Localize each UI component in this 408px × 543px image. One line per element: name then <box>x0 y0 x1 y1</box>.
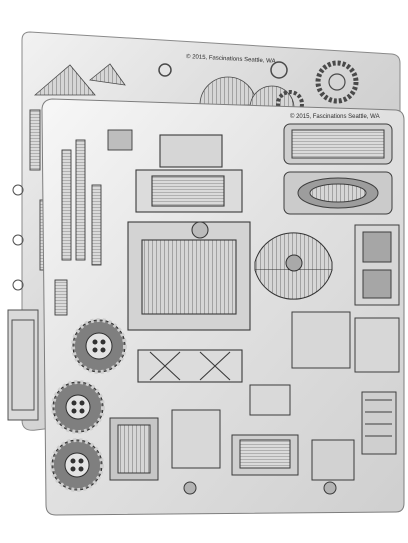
back-wheel-parts <box>158 60 359 118</box>
back-fan-parts <box>33 63 295 109</box>
roof-fan-part <box>254 232 333 300</box>
frame-panels <box>283 123 393 215</box>
wheel-lower <box>50 438 104 492</box>
right-boxes <box>291 224 400 455</box>
wheel-middle <box>51 380 105 434</box>
left-struts <box>54 129 133 316</box>
back-copyright: © 2015, Fascinations Seattle, WA <box>186 53 276 65</box>
front-copyright: © 2015, Fascinations Seattle, WA <box>290 113 380 120</box>
chassis-center <box>127 134 251 383</box>
wheel-parts <box>50 318 127 492</box>
front-sheet: © 2015, Fascinations Seattle, WA <box>41 98 405 516</box>
lower-parts <box>109 384 355 495</box>
wheel-upper <box>71 318 127 374</box>
